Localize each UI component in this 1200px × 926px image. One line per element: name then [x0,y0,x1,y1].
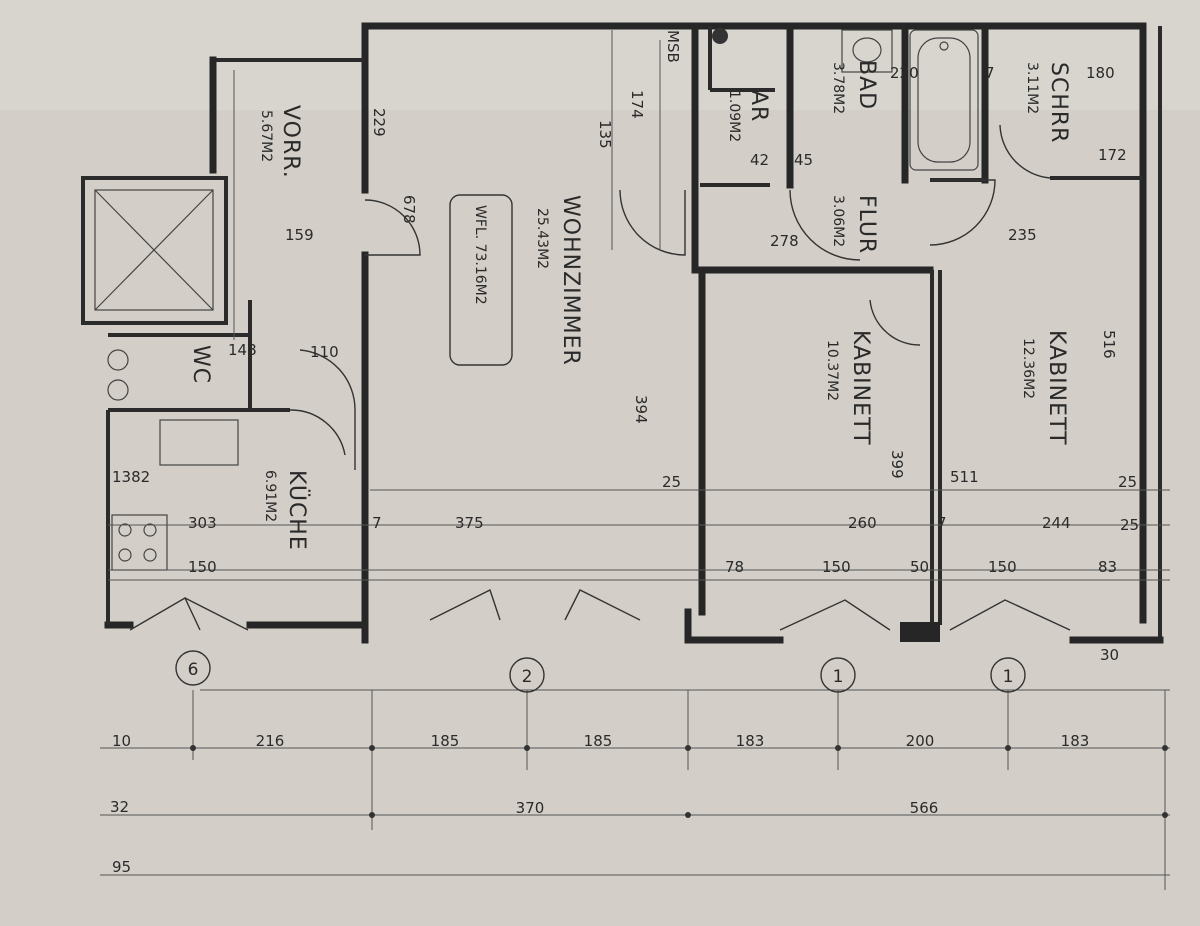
dim-7-b: 7 [937,514,947,532]
dim-229: 229 [370,108,388,137]
dimension-lines [100,30,1170,890]
room-area-kabinett-1: 10.37M2 [824,340,840,401]
dim-183b: 183 [1061,732,1090,750]
svg-text:6: 6 [188,660,199,680]
dim-185b: 185 [584,732,613,750]
dim-174: 174 [628,90,646,119]
dim-159: 159 [285,226,314,244]
room-area-schrr: 3.11M2 [1024,62,1040,114]
room-area-kueche: 6.91M2 [262,470,278,522]
room-name-kueche: KÜCHE [284,470,310,551]
dim-180: 180 [1086,64,1115,82]
dim-150-kitchen: 150 [188,558,217,576]
dim-183a: 183 [736,732,765,750]
dim-110: 110 [310,343,339,361]
room-area-bad: 3.78M2 [830,62,846,114]
dim-399: 399 [888,450,906,479]
room-area-kabinett-2: 12.36M2 [1020,338,1036,399]
dim-185a: 185 [431,732,460,750]
room-name-vorraum: VORR. [278,105,303,179]
room-name-ar: AR [746,90,771,122]
room-name-kabinett-2: KABINETT [1044,330,1069,446]
dim-244: 244 [1042,514,1071,532]
dim-678: 678 [400,195,418,224]
dim-83: 83 [1098,558,1117,576]
dim-260: 260 [848,514,877,532]
dim-216: 216 [256,732,285,750]
room-name-bad: BAD [854,60,879,110]
dim-150-b: 150 [988,558,1017,576]
dim-200: 200 [906,732,935,750]
axis-marker-2 [509,657,545,693]
room-area-flur: 3.06M2 [830,195,846,247]
dim-516: 516 [1100,330,1118,359]
interior-walls [81,22,1143,642]
dim-566: 566 [910,799,939,817]
dim-1382: 1382 [112,468,150,486]
door-swings [129,124,1071,631]
dim-45: 45 [794,151,813,169]
axis-marker-1a-label: 1 [833,667,844,687]
room-labels: WFL. 73.16M2 WOHNZIMMER 25.43M2 KABINETT… [188,30,1071,551]
dim-7-a: 7 [372,514,382,532]
interior-dimensions: 375 260 244 303 150 78 150 150 83 394 39… [112,64,1139,664]
dim-511: 511 [950,468,979,486]
dim-25-b: 25 [1118,473,1137,491]
room-name-wohnzimmer: WOHNZIMMER [558,195,583,366]
dim-370: 370 [516,799,545,817]
dim-235: 235 [1008,226,1037,244]
room-name-wc: WC [188,345,213,384]
axis-markers: 6 2 1 1 [175,650,1026,693]
dim-25-c: 25 [1120,516,1139,534]
room-area-vorraum: 5.67M2 [258,110,274,162]
axis-label-95: 95 [112,858,131,876]
msb-label: MSB [664,30,682,63]
dim-220: 220 [890,64,919,82]
dim-7-c: 7 [985,64,995,82]
dim-25-a: 25 [662,473,681,491]
axis-label-10: 10 [112,732,131,750]
total-area-label: WFL. 73.16M2 [472,205,488,305]
dim-172: 172 [1098,146,1127,164]
axis-label-32: 32 [110,798,129,816]
dim-148: 148 [228,341,257,359]
room-area-wohnzimmer: 25.43M2 [534,208,550,269]
dim-78: 78 [725,558,744,576]
room-name-kabinett-1: KABINETT [848,330,873,446]
dim-150-a: 150 [822,558,851,576]
dim-30: 30 [1100,646,1119,664]
total-area-box [449,194,513,366]
axis-marker-1b-label: 1 [1003,667,1014,687]
dim-375: 375 [455,514,484,532]
exterior-walls [104,22,1164,644]
room-name-flur: FLUR [854,195,879,254]
room-name-schrr: SCHRR [1046,62,1071,143]
dim-303: 303 [188,514,217,532]
axis-marker-1b [990,657,1026,693]
room-area-ar: 1.09M2 [726,90,742,142]
bottom-dimensions: 10 32 95 216 185 185 183 200 183 370 566 [110,732,1089,876]
axis-marker-2-label: 2 [522,667,533,687]
dim-42: 42 [750,151,769,169]
dim-135: 135 [596,120,614,149]
axis-marker-1a [820,657,856,693]
dim-394-living: 394 [632,395,650,424]
dim-50: 50 [910,558,929,576]
dim-278: 278 [770,232,799,250]
